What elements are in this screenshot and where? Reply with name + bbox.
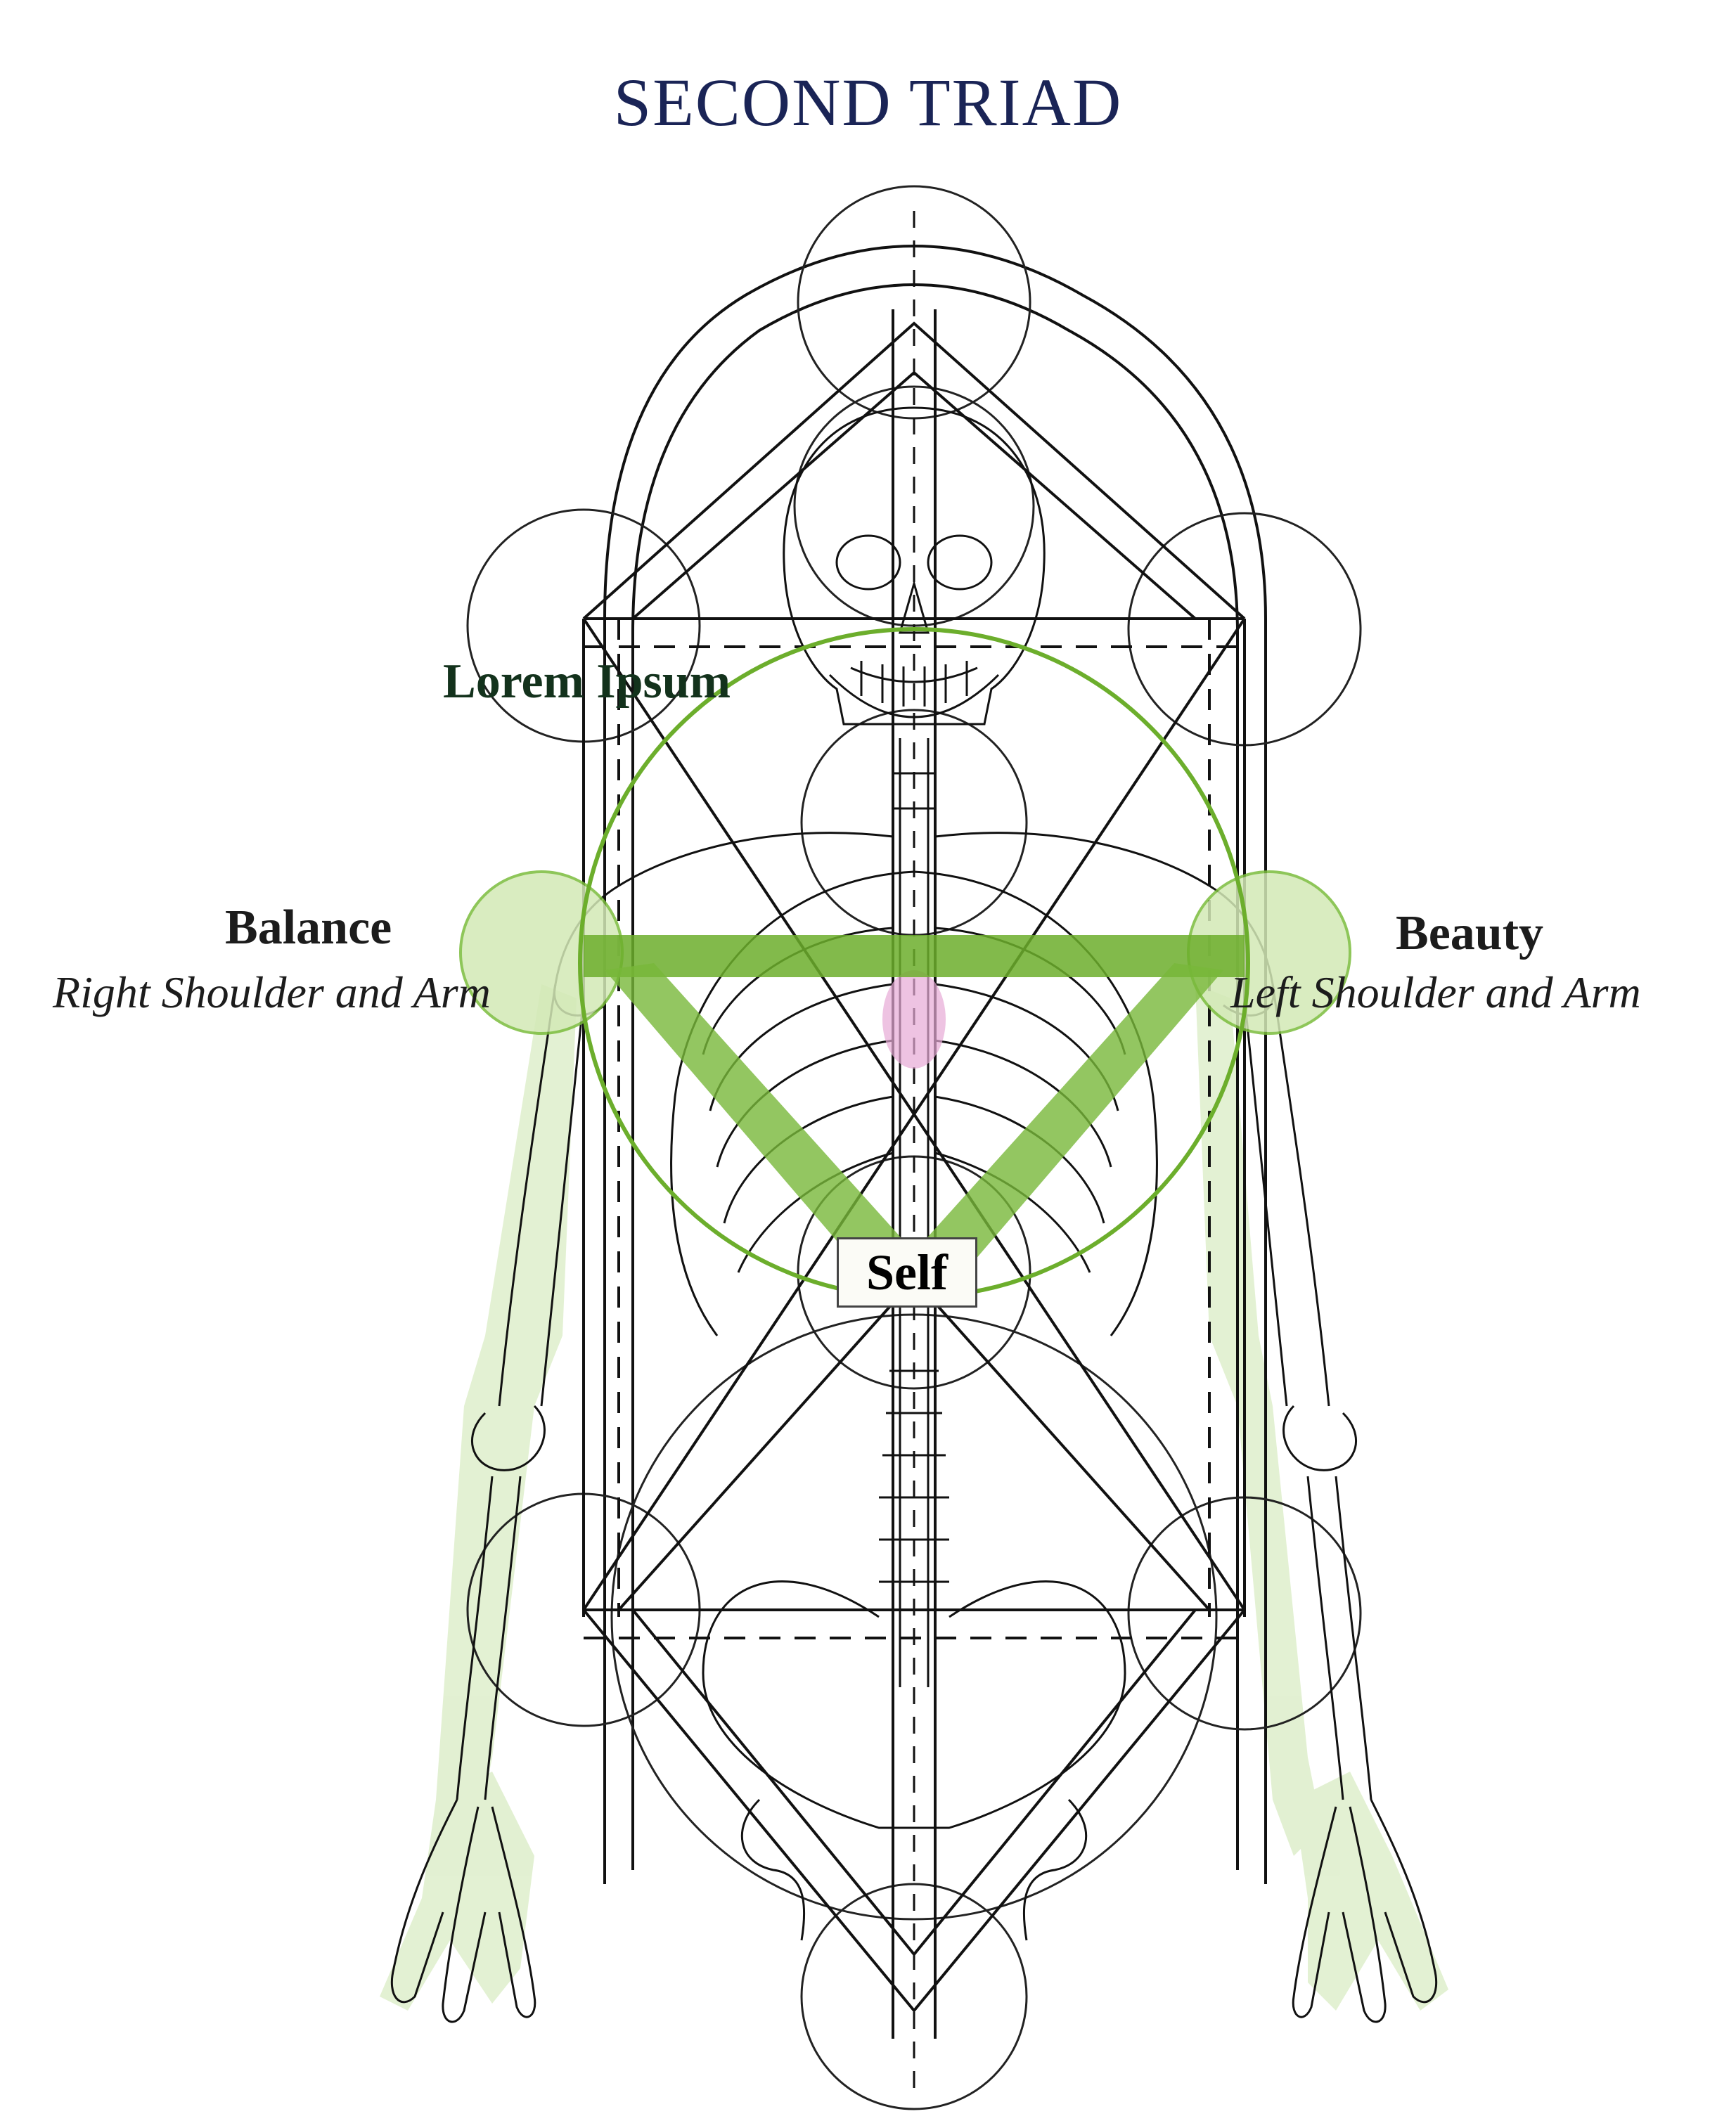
self-lower-paths [617,1277,1211,1611]
right-hand-shading [380,1772,534,2011]
teeth [850,661,978,707]
eye-socket-right [835,534,901,591]
self-label-box: Self [837,1237,977,1308]
eye-socket-left [927,534,993,591]
balance-description: Right Shoulder and Arm [53,967,491,1017]
lower-roof [582,1608,1246,2013]
triad-bar-right-diagonal [605,963,907,1265]
right-hand [390,1799,536,2023]
second-triad-highlight [459,627,1351,1299]
lower-roof-inner [631,1608,1197,1957]
left-arm-bones [1243,984,1372,1800]
diagonal-path-b [582,617,1246,1611]
upper-roof [582,321,1246,620]
upper-sphere-label: Lorem Ipsum [443,654,731,709]
outer-arch [603,245,1267,1884]
outer-frame [603,245,1267,1884]
triad-bar-horizontal [584,935,1245,977]
jaw [828,673,1000,718]
beauty-label: Beauty [1396,906,1543,960]
left-hand [1292,1799,1438,2023]
left-arm-shading [1195,984,1322,1856]
inner-arch [631,283,1239,1870]
nose [899,579,930,634]
femur-heads [740,1798,1088,1941]
self-label: Self [866,1244,948,1301]
spine [879,738,949,1687]
skull [783,406,1046,726]
beauty-description: Left Shoulder and Arm [1230,967,1641,1017]
heart-glow [882,970,946,1069]
right-arm-bones [456,984,585,1800]
collarbones [618,832,1210,887]
diagram-title: SECOND TRIAD [613,65,1123,140]
balance-label: Balance [225,901,392,955]
upper-roof-inner [631,370,1197,620]
sphere-base [800,1883,1028,2110]
pelvis [702,1580,1126,1829]
right-arm-shading [436,984,577,1856]
left-hand-shading [1294,1772,1448,2011]
triad-bar-left-diagonal [921,963,1223,1265]
